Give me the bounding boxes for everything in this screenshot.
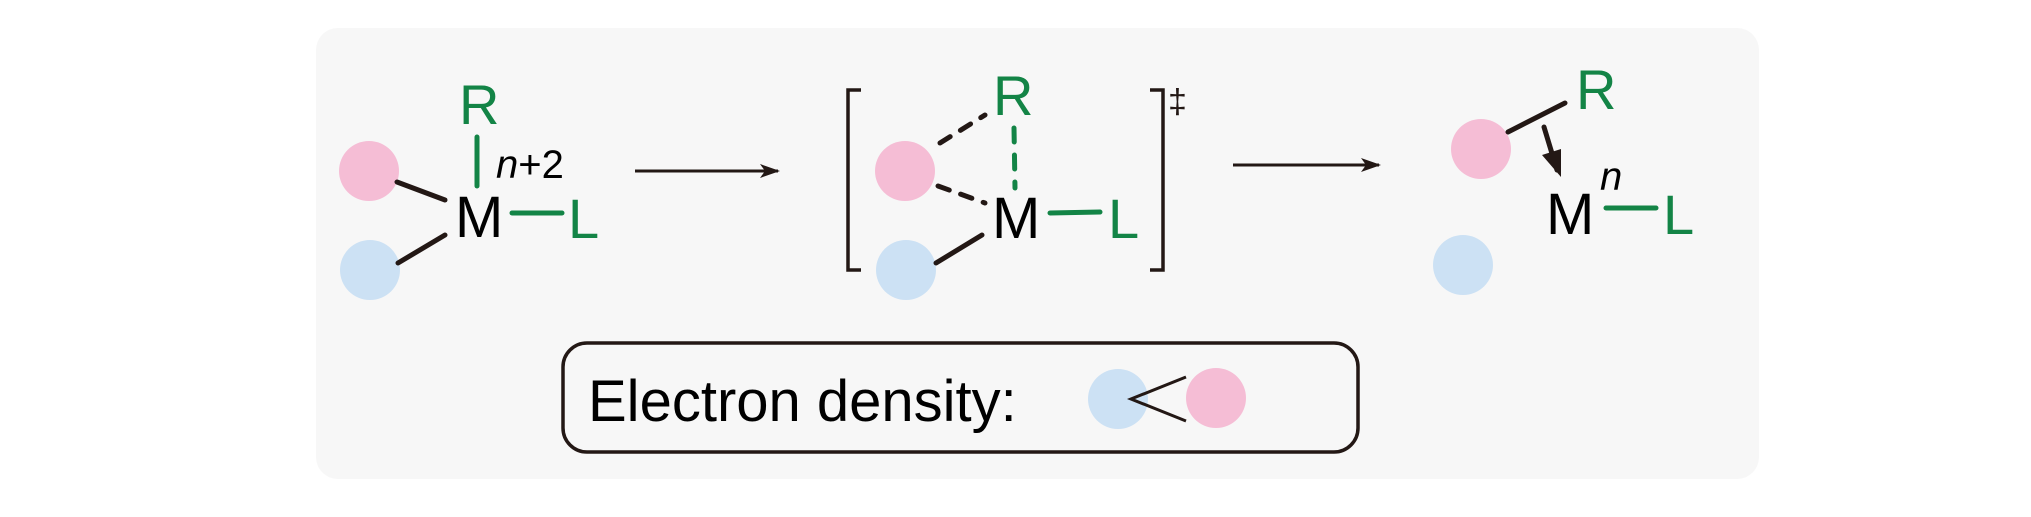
ligand-R: R [993, 64, 1033, 127]
scheme-panel [316, 28, 1759, 479]
ligand-R: R [459, 73, 499, 136]
blue-group [876, 240, 936, 300]
bracket-left [846, 88, 861, 272]
ligand-L: L [568, 187, 599, 250]
bracket-right [1150, 88, 1165, 272]
ligand-L: L [1108, 187, 1139, 250]
legend-box [561, 341, 1360, 454]
oxidation-state: n [1600, 155, 1622, 199]
product-complex: R M n L [1433, 58, 1694, 295]
electron-flow-arrowhead [1542, 149, 1561, 177]
legend-blue-group [1088, 369, 1148, 429]
partial-bond-pink-R [937, 112, 988, 146]
pink-group [875, 141, 935, 201]
bond-metal-L [1047, 209, 1103, 216]
legend-pink-group [1186, 368, 1246, 428]
less-than-symbol [1126, 375, 1187, 423]
pink-group [1451, 119, 1511, 179]
partial-bond-R-metal [1011, 125, 1018, 191]
bond-blue-metal [933, 232, 985, 266]
transition-state: ‡ R M L [846, 64, 1187, 300]
oxidation-suffix: +2 [518, 143, 564, 187]
oxidation-var: n [496, 143, 518, 187]
legend-label: Electron density: [588, 369, 1017, 434]
electron-density-legend: Electron density: [561, 341, 1360, 454]
bond-pink-R [1505, 100, 1568, 135]
ligand-R: R [1576, 58, 1616, 121]
bond-pink-metal [394, 179, 448, 203]
blue-group [340, 240, 400, 300]
oxidation-state: n+2 [496, 143, 564, 187]
metal-M: M [455, 185, 503, 250]
reactant-complex: R n+2 M L [339, 73, 599, 300]
bond-blue-metal [395, 232, 448, 266]
ligand-L: L [1663, 183, 1694, 246]
pink-group [339, 141, 399, 201]
blue-group [1433, 235, 1493, 295]
double-dagger: ‡ [1168, 83, 1187, 121]
metal-M: M [1546, 182, 1594, 247]
metal-M: M [992, 186, 1040, 251]
partial-bond-pink-metal [935, 183, 988, 206]
